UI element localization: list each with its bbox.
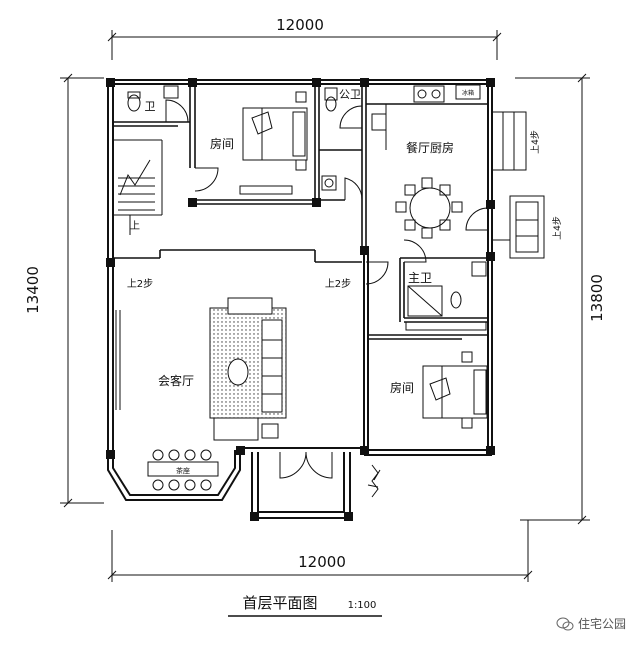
dimension-bottom-label: 12000	[298, 553, 346, 571]
interior-walls	[113, 84, 488, 340]
title-scale: 1:100	[348, 600, 377, 611]
tea-table	[147, 449, 219, 491]
dimension-right-label: 13800	[588, 274, 606, 322]
main-stair	[113, 139, 163, 235]
label-room-top: 房间	[210, 136, 234, 151]
note-up4-side: 上4步	[552, 216, 563, 240]
structural-columns	[106, 78, 495, 521]
watermark: 住宅公园	[556, 615, 626, 632]
label-living: 会客厅	[158, 373, 194, 388]
note-up4-top: 上4步	[530, 130, 541, 154]
dining-table	[395, 177, 463, 239]
bed-bottom	[422, 351, 488, 429]
fridge-label: 冰箱	[462, 89, 474, 97]
room-labels: 卫 公卫 房间 餐厅厨房 主卫 会客厅 房间 茶座	[145, 88, 455, 475]
dimension-top	[107, 30, 502, 60]
dimension-left	[60, 73, 104, 508]
title-main: 首层平面图	[242, 594, 317, 612]
note-up2-right: 上2步	[325, 278, 351, 290]
label-tea: 茶座	[176, 466, 190, 475]
dimension-right	[515, 73, 590, 525]
dimension-top-label: 12000	[276, 16, 324, 34]
dimension-left-label: 13400	[24, 266, 42, 314]
exterior-steps-side	[492, 195, 545, 259]
fridge-box	[455, 84, 481, 100]
bed-top	[242, 91, 308, 171]
label-dining-kitchen: 餐厅厨房	[406, 140, 454, 155]
note-up2-left: 上2步	[127, 278, 153, 290]
doors	[115, 99, 489, 479]
note-up: 上	[130, 220, 140, 232]
sofa-set	[209, 297, 287, 441]
stair-notes: 上 上2步 上2步 上4步 上4步	[127, 130, 563, 290]
exterior-walls	[107, 79, 493, 519]
entrance-plant	[367, 464, 381, 498]
label-room-bottom: 房间	[390, 380, 414, 395]
kitchen-counter	[366, 85, 445, 150]
wc-fixtures	[127, 85, 487, 317]
label-zhuwei: 主卫	[408, 271, 432, 285]
exterior-steps-top	[491, 111, 527, 171]
label-wei: 卫	[145, 100, 156, 113]
dimension-bottom	[107, 520, 533, 582]
label-gongwei: 公卫	[339, 88, 361, 101]
watermark-text: 住宅公园	[577, 617, 626, 631]
drawing-title: 首层平面图 1:100	[228, 594, 382, 617]
wechat-icon	[556, 617, 574, 630]
